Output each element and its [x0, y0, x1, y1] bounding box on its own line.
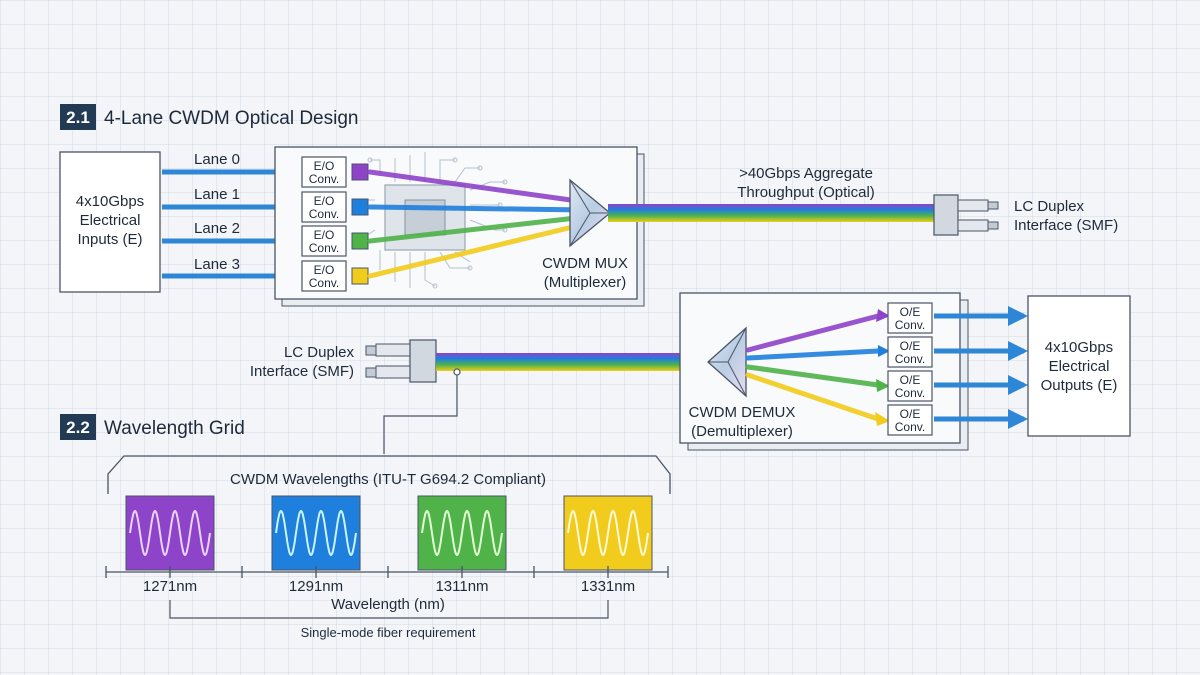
lane-2-label: Lane 2	[194, 220, 240, 237]
rx-beams	[745, 313, 881, 422]
section-1-title: 4-Lane CWDM Optical Design	[104, 108, 358, 129]
oe-converter-0-label-1: O/E	[900, 305, 921, 319]
tx-lc-connector-icon	[933, 194, 999, 236]
eo-converter-3-label-1: E/O	[314, 263, 335, 277]
section-2-badge	[60, 414, 96, 440]
mux-label-line-1: CWDM MUX	[542, 255, 628, 272]
throughput-label-line-1: >40Gbps Aggregate	[739, 165, 873, 182]
section-1-badge	[60, 104, 96, 130]
rx-lc-connector-icon	[365, 339, 437, 383]
output-label-line-1: 4x10Gbps	[1045, 339, 1113, 356]
eo-converter-3: E/O Conv.	[301, 260, 369, 292]
oe-converter-3: O/E Conv.	[887, 404, 933, 436]
demux-label-line-1: CWDM DEMUX	[689, 404, 796, 421]
rx-fiber	[436, 353, 728, 371]
eo-converter-2: E/O Conv.	[301, 225, 369, 257]
tx-fiber	[608, 204, 936, 222]
oe-converter-3-label-2: Conv.	[895, 420, 925, 434]
oe-converter-1: O/E Conv.	[887, 336, 933, 368]
lane-1-label: Lane 1	[194, 186, 240, 203]
lane-arrows: Lane 0 Lane 1 Lane 2 Lane 3	[162, 151, 300, 286]
eo-converter-0-label-1: E/O	[314, 159, 335, 173]
output-label-line-2: Electrical	[1049, 358, 1110, 375]
input-label-line-3: Inputs (E)	[77, 231, 142, 248]
section-1-heading: 2.1 4-Lane CWDM Optical Design	[60, 104, 358, 130]
tick-label-1311: 1311nm	[435, 578, 488, 595]
oe-converter-0: O/E Conv.	[887, 302, 933, 334]
oe-converter-3-label-1: O/E	[900, 407, 921, 421]
eo-converter-2-label-2: Conv.	[309, 241, 339, 255]
grid-bracket	[107, 455, 671, 494]
section-2-number: 2.2	[66, 418, 90, 437]
wavelength-axis	[105, 566, 669, 578]
eo-converter-2-label-1: E/O	[314, 228, 335, 242]
eo-converter-0: E/O Conv.	[301, 156, 369, 188]
grid-title: CWDM Wavelengths (ITU-T G694.2 Compliant…	[230, 471, 546, 488]
grid-connector-line	[383, 368, 461, 454]
oe-converter-2: O/E Conv.	[887, 370, 933, 402]
input-label-line-1: 4x10Gbps	[76, 193, 144, 210]
rx-lc-label-line-1: LC Duplex	[284, 344, 355, 361]
input-label-line-2: Electrical	[80, 212, 141, 229]
tick-label-1271: 1271nm	[143, 578, 197, 595]
mux-prism-icon	[569, 178, 612, 248]
channel-blocks	[125, 495, 653, 571]
oe-converter-1-label-2: Conv.	[895, 352, 925, 366]
rx-lc-label-line-2: Interface (SMF)	[250, 363, 354, 380]
demux-label-line-2: (Demultiplexer)	[691, 423, 793, 440]
oe-converter-0-label-2: Conv.	[895, 318, 925, 332]
lane-3-label: Lane 3	[194, 256, 240, 273]
tx-beams	[367, 169, 588, 279]
throughput-label-line-2: Throughput (Optical)	[737, 184, 875, 201]
output-label-line-3: Outputs (E)	[1041, 377, 1118, 394]
channel-1291-block	[271, 495, 361, 571]
axis-label: Wavelength (nm)	[331, 596, 445, 613]
eo-converter-3-label-2: Conv.	[309, 276, 339, 290]
tick-label-1331: 1331nm	[581, 578, 635, 595]
demux-prism-icon	[707, 326, 747, 398]
output-box: 4x10Gbps Electrical Outputs (E)	[1027, 295, 1131, 437]
mux-label-line-2: (Multiplexer)	[544, 274, 627, 291]
tx-module: E/O Conv. E/O Conv. E/O Conv. E/O Conv.	[274, 146, 645, 307]
section-1-number: 2.1	[66, 108, 90, 127]
eo-converter-1-label-1: E/O	[314, 194, 335, 208]
oe-converter-2-label-2: Conv.	[895, 386, 925, 400]
fiber-note: Single-mode fiber requirement	[301, 625, 476, 640]
channel-1271-block	[125, 495, 215, 571]
tx-lc-label-line-2: Interface (SMF)	[1014, 217, 1118, 234]
eo-converter-1-label-2: Conv.	[309, 207, 339, 221]
section-2-heading: 2.2 Wavelength Grid	[60, 414, 245, 440]
tick-label-1291: 1291nm	[289, 578, 343, 595]
rx-module: O/E Conv. O/E Conv. O/E Conv. O/E Conv. …	[679, 292, 969, 451]
channel-1331-block	[563, 495, 653, 571]
input-box: 4x10Gbps Electrical Inputs (E)	[59, 151, 161, 293]
tx-lc-label-line-1: LC Duplex	[1014, 198, 1085, 215]
output-arrows	[934, 306, 1028, 429]
section-2-title: Wavelength Grid	[104, 418, 245, 439]
eo-converter-0-label-2: Conv.	[309, 172, 339, 186]
oe-converter-1-label-1: O/E	[900, 339, 921, 353]
channel-1311-block	[417, 495, 507, 571]
fiber-note-bracket	[169, 600, 609, 619]
lane-0-label: Lane 0	[194, 151, 240, 168]
oe-converter-2-label-1: O/E	[900, 373, 921, 387]
